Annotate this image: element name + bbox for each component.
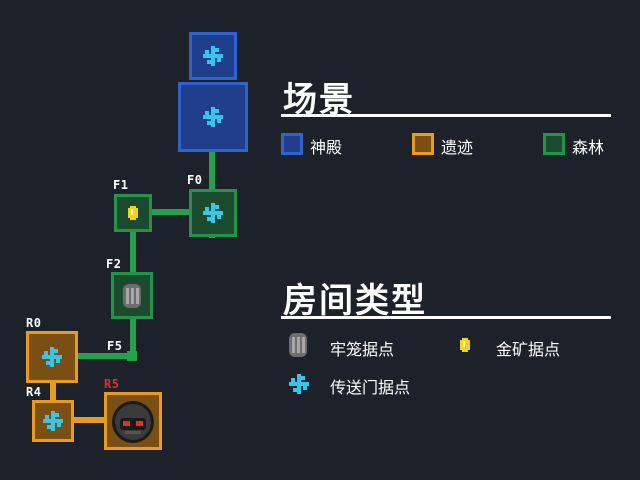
temple-swatch	[281, 133, 303, 155]
portal-icon	[42, 347, 62, 367]
room-r5[interactable]	[104, 392, 162, 450]
corridor-f1-f0	[150, 209, 192, 215]
room-label-r4: R4	[26, 385, 42, 399]
portal-icon	[203, 46, 223, 66]
room-label-r5: R5	[104, 377, 120, 391]
room-label-f5: F5	[107, 339, 123, 353]
room-f1[interactable]	[114, 194, 152, 232]
portal-icon	[289, 374, 309, 394]
scene-legend-title: 场景	[283, 80, 355, 120]
portal-icon	[43, 411, 63, 431]
temple-legend-label: 神殿	[310, 138, 343, 157]
portal-icon	[203, 107, 223, 127]
cage-icon	[289, 333, 307, 357]
room-label-f2: F2	[106, 257, 122, 271]
forest-legend-label: 森林	[572, 138, 605, 157]
room-label-r0: R0	[26, 316, 42, 330]
portal-legend-label: 传送门据点	[330, 378, 411, 397]
room-r0[interactable]	[26, 331, 78, 383]
corridor-r0-f5	[76, 353, 136, 359]
scene-legend-divider	[281, 114, 611, 117]
gold-icon	[128, 206, 138, 220]
room-r4[interactable]	[32, 400, 74, 442]
ruins-legend-label: 遗迹	[441, 138, 474, 157]
room-f0[interactable]	[189, 189, 237, 237]
corridor-r4-r5	[72, 417, 106, 423]
room-temple-top[interactable]	[189, 32, 237, 80]
ruins-swatch	[412, 133, 434, 155]
portal-icon	[203, 203, 223, 223]
corridor-temple-f0	[209, 150, 215, 192]
corridor-r0-r4	[50, 380, 56, 400]
corridor-node-f5	[127, 351, 137, 361]
room-f2[interactable]	[111, 272, 153, 319]
room-label-f0: F0	[187, 173, 203, 187]
cage-legend-label: 牢笼据点	[330, 340, 395, 359]
cage-icon	[123, 283, 141, 308]
room-type-legend-title: 房间类型	[283, 281, 427, 321]
room-label-f1: F1	[113, 178, 129, 192]
forest-swatch	[543, 133, 565, 155]
corridor-f1-f2	[130, 230, 136, 274]
room-temple-main[interactable]	[178, 82, 248, 152]
corridor-f2-f5	[130, 318, 136, 358]
boss-icon	[112, 401, 154, 443]
room-type-legend-divider	[281, 316, 611, 319]
gold-icon	[460, 338, 470, 352]
gold-legend-label: 金矿据点	[496, 340, 561, 359]
